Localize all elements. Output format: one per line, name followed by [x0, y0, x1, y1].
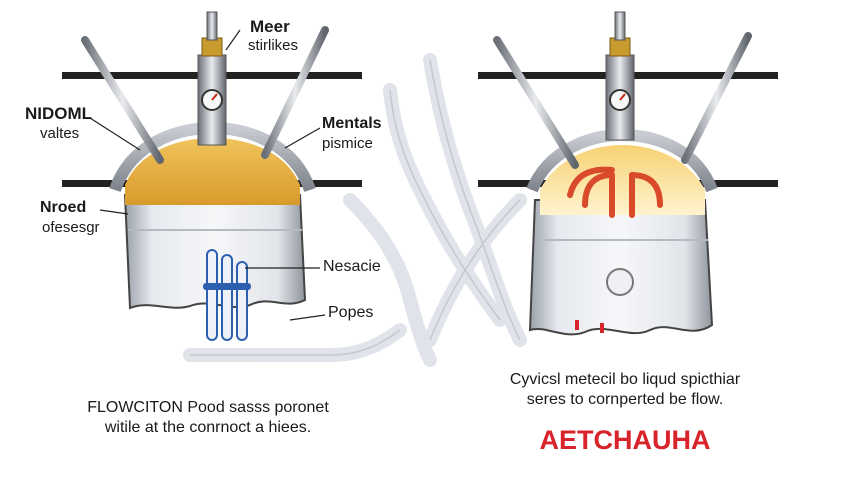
- left-rod-right: [261, 26, 329, 159]
- left-brass-fitting: [201, 37, 223, 57]
- right-valve-stem: [614, 11, 626, 41]
- left-intake-tubes: [203, 249, 251, 341]
- right-caption-line2: seres to cornperted be flow.: [526, 391, 724, 408]
- right-combustion-chamber: [540, 145, 705, 215]
- right-piston-port: [606, 268, 634, 296]
- left-engine: [62, 11, 362, 341]
- label-pismice: pismice: [322, 135, 373, 152]
- label-popes: Popes: [328, 304, 374, 321]
- left-valve-stem: [206, 11, 218, 41]
- right-cylinder: [528, 199, 714, 336]
- left-caption-line1: FLOWCITON Pood sasss poronet: [87, 399, 329, 416]
- right-title: AETCHAUHA: [539, 425, 711, 455]
- right-rod-left: [493, 36, 579, 169]
- right-flame-pipes: [567, 166, 663, 218]
- label-nroed: Nroed: [40, 199, 87, 216]
- left-rod-left: [81, 36, 164, 164]
- right-brass-fitting: [609, 37, 631, 57]
- label-nesacie: Nesacie: [323, 258, 381, 275]
- label-mentals: Mentals: [322, 115, 382, 132]
- right-caption-line1: Cyvicsl metecil bo liqud spicthiar: [509, 371, 741, 388]
- label-valtes: valtes: [40, 125, 80, 142]
- label-stirlikes: stirlikes: [248, 37, 299, 54]
- label-meer: Meer: [250, 17, 290, 36]
- label-ofesesgr: ofesesgr: [42, 219, 100, 236]
- right-rod-right: [681, 32, 752, 164]
- left-combustion-chamber: [125, 138, 300, 205]
- label-nidoml: NIDOML: [25, 104, 93, 123]
- left-caption-line2: witile at the conrnoct a hiees.: [104, 419, 312, 436]
- right-engine: [478, 11, 778, 336]
